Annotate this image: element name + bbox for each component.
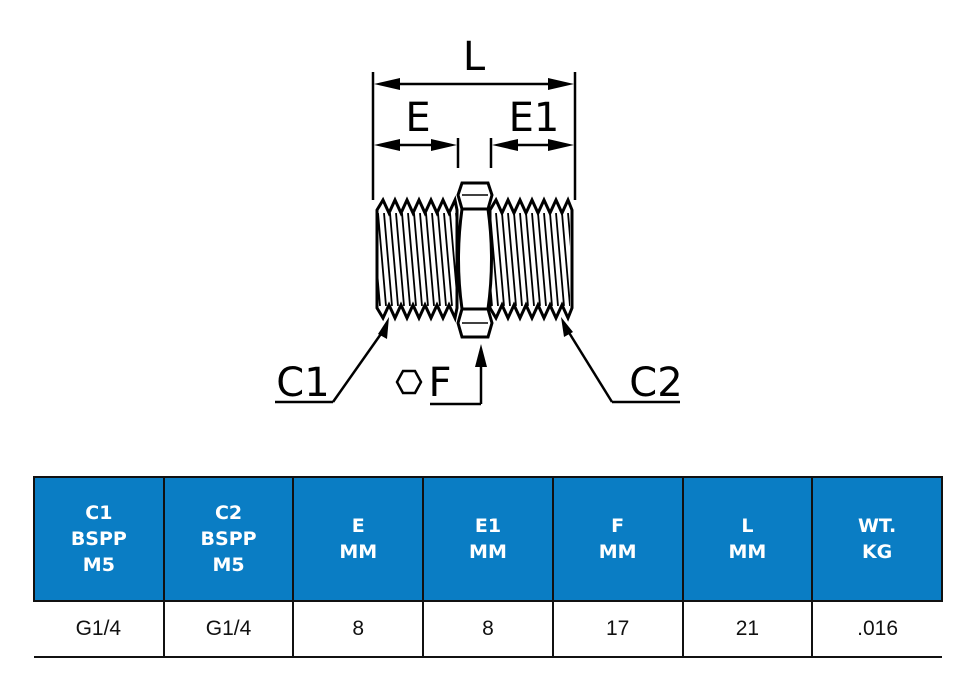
column-header-line: MM — [728, 541, 767, 563]
table-cell: .016 — [811, 601, 942, 658]
thread-line — [449, 213, 456, 294]
column-header-line: M5 — [212, 554, 245, 576]
dimension-l: L — [374, 34, 574, 90]
column-header-line: F — [611, 515, 625, 537]
column-header-line: L — [741, 515, 754, 537]
thread-line — [389, 213, 399, 306]
thread-line — [413, 213, 423, 306]
hex-nut — [456, 181, 494, 339]
thread-line — [561, 213, 570, 306]
column-header-line: WT. — [857, 515, 897, 537]
thread-line — [549, 213, 559, 306]
column-header-line: MM — [339, 541, 378, 563]
thread-line — [443, 213, 453, 306]
hexagon-icon — [395, 369, 423, 395]
thread-line — [555, 213, 565, 306]
right-thread — [488, 196, 574, 322]
fitting-drawing: L E E1 C1 — [275, 34, 683, 406]
thread-line — [383, 213, 393, 306]
column-header-line: E1 — [474, 515, 502, 537]
label-c1: C1 — [276, 360, 329, 406]
thread-line — [507, 213, 517, 306]
column-header: L MM — [681, 476, 814, 602]
table-cell: 8 — [292, 601, 425, 658]
thread-line — [425, 213, 435, 306]
label-f: F — [428, 360, 451, 406]
thread-line — [401, 213, 411, 306]
column-header-line: KG — [861, 541, 893, 563]
column-header-line: C2 — [214, 502, 243, 524]
c2-leader: C2 — [561, 317, 683, 406]
thread-line — [543, 213, 553, 306]
column-header: F MM — [551, 476, 684, 602]
c1-leader: C1 — [275, 317, 389, 406]
f-leader: F — [395, 344, 487, 406]
thread-line — [419, 213, 429, 306]
table-cell: 21 — [681, 601, 814, 658]
thread-line — [567, 213, 570, 247]
thread-line — [437, 213, 447, 306]
extension-lines — [371, 72, 577, 200]
column-header-line: MM — [598, 541, 637, 563]
thread-line — [519, 213, 529, 306]
column-header-line: M5 — [82, 554, 115, 576]
thread-line — [513, 213, 523, 306]
thread-line — [495, 213, 505, 306]
thread-line — [407, 213, 417, 306]
thread-line — [501, 213, 511, 306]
label-c2: C2 — [629, 360, 682, 406]
thread-line — [531, 213, 541, 306]
column-header: WT. KG — [811, 476, 943, 602]
table-cell: G1/4 — [162, 601, 295, 658]
thread-line — [537, 213, 547, 306]
column-header-line: E — [351, 515, 365, 537]
thread-line — [378, 213, 387, 306]
label-e: E — [405, 95, 430, 141]
table-cell: 17 — [551, 601, 684, 658]
column-header-line: BSPP — [70, 528, 127, 550]
table-cell: 8 — [422, 601, 554, 658]
thread-line — [431, 213, 441, 306]
thread-line — [378, 272, 381, 306]
table-cell: G1/4 — [34, 601, 165, 658]
dimension-e1: E1 — [492, 95, 574, 151]
dimension-e: E — [374, 95, 457, 151]
column-header-line: BSPP — [200, 528, 257, 550]
label-e1: E1 — [509, 95, 560, 141]
label-l: L — [463, 34, 486, 80]
column-header-line: MM — [469, 541, 507, 563]
thread-line — [395, 213, 405, 306]
thread-line — [525, 213, 535, 306]
left-thread — [375, 195, 459, 323]
column-header: E MM — [292, 476, 425, 602]
column-header-line: C1 — [85, 502, 113, 524]
